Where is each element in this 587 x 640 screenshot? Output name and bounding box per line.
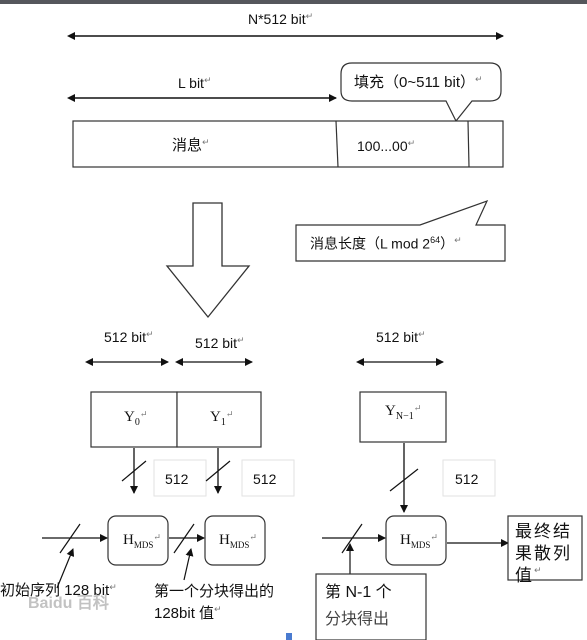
chain-slash-in <box>59 523 81 554</box>
first-output-pointer-arrow <box>183 548 194 581</box>
initial-pointer-arrow <box>56 548 75 589</box>
final-result-box <box>507 515 583 581</box>
final-result-label: 最终结果散列值↵ <box>515 522 572 586</box>
chain-slash-last-in <box>341 523 363 554</box>
bus-label-box-1 <box>241 459 295 497</box>
block0-size-label: 512 bit↵ <box>104 329 154 345</box>
message-label: 消息↵ <box>172 137 210 154</box>
length-callout-text: 消息长度（L mod 264）↵ <box>310 235 462 252</box>
big-down-arrow <box>165 202 251 319</box>
block-y1-label: Y1↵ <box>210 409 234 428</box>
initial-sequence-label: 初始序列 128 bit↵ <box>0 582 117 599</box>
chain-slash-mid <box>173 523 195 554</box>
accent-marker <box>286 633 292 640</box>
hmds-label-0: HMDS↵ <box>123 532 161 550</box>
total-length-label: N*512 bit↵ <box>248 11 314 27</box>
bus-width-1: 512 <box>253 471 277 487</box>
padding-callout-text: 填充（0~511 bit）↵ <box>354 74 483 91</box>
last-block-note-line2: 分块得出 <box>325 611 390 628</box>
block-ylast-box <box>359 391 447 443</box>
bus-label-box-last <box>442 459 496 497</box>
top-strip <box>0 0 587 4</box>
baidu-watermark: Baidu 百科 <box>28 595 109 612</box>
hmds-box-1 <box>204 515 266 566</box>
length-callout-bubble <box>295 199 506 262</box>
padding-callout-bubble <box>340 62 502 123</box>
message-bar-divider-2 <box>467 120 470 168</box>
message-bar-divider-1 <box>335 120 339 168</box>
padding-bits-label: 100...00↵ <box>357 138 416 154</box>
hmds-box-0 <box>107 515 169 566</box>
bus-slash-last <box>389 468 419 492</box>
block-ylast-label: YN−1↵ <box>385 403 422 422</box>
hmds-box-last <box>385 515 447 566</box>
hmds-label-last: HMDS↵ <box>400 532 438 550</box>
last-block-note-line1: 第 N-1 个 <box>325 584 392 601</box>
first-output-label: 第一个分块得出的 128bit 值↵ <box>154 583 275 622</box>
blocklast-size-label: 512 bit↵ <box>376 329 426 345</box>
block-y0-label: Y0↵ <box>124 409 148 428</box>
bus-width-last: 512 <box>455 471 479 487</box>
message-length-label: L bit↵ <box>178 75 212 91</box>
last-block-note-box <box>315 573 427 640</box>
message-bar <box>72 120 504 168</box>
bus-width-0: 512 <box>165 471 189 487</box>
hmds-label-1: HMDS↵ <box>219 532 257 550</box>
block-y1-box <box>176 391 262 448</box>
bus-slash-0 <box>121 460 147 482</box>
bus-label-box-0 <box>153 459 207 497</box>
block-y0-box <box>90 391 178 448</box>
block1-size-label: 512 bit↵ <box>195 335 245 351</box>
bus-slash-1 <box>205 460 231 482</box>
